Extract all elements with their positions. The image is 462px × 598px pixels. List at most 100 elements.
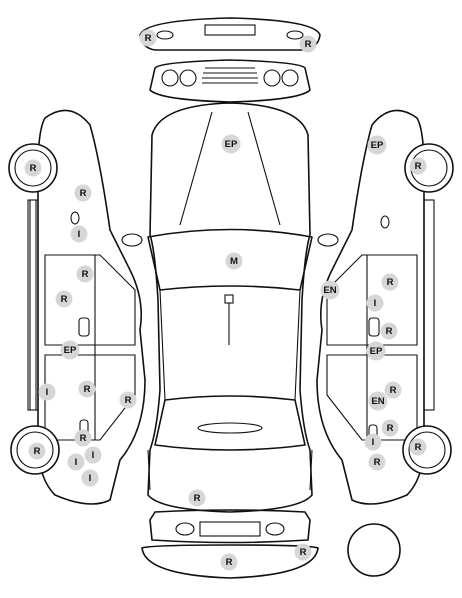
damage-marker-bubble xyxy=(139,29,157,47)
damage-marker-front-bumper-left: R xyxy=(139,29,157,47)
damage-marker-bubble xyxy=(368,391,388,411)
damage-code-label: EP xyxy=(370,346,383,357)
damage-marker-bubble xyxy=(84,446,102,464)
damage-code-label: R xyxy=(80,433,87,444)
damage-marker-right-rear-lower-i: I xyxy=(364,433,382,451)
damage-code-label: R xyxy=(390,385,397,396)
damage-marker-bubble xyxy=(81,469,99,487)
damage-marker-bubble xyxy=(220,553,238,571)
damage-marker-left-front-fender: R xyxy=(74,184,92,202)
damage-marker-left-rear-wheel: R xyxy=(28,442,46,460)
damage-marker-right-rear-wheel: R xyxy=(409,438,427,456)
damage-marker-bubble xyxy=(380,322,398,340)
damage-marker-right-front-wheel: R xyxy=(409,157,427,175)
damage-marker-bubble xyxy=(366,341,386,361)
damage-marker-right-front-door-upper: R xyxy=(381,273,399,291)
damage-code-label: M xyxy=(230,256,238,267)
damage-marker-hood: EP xyxy=(221,134,241,154)
front-bumper xyxy=(139,17,321,51)
damage-code-label: EP xyxy=(371,140,384,151)
damage-code-label: R xyxy=(374,457,381,468)
damage-code-label: R xyxy=(415,161,422,172)
damage-marker-bubble xyxy=(55,290,73,308)
damage-marker-bubble xyxy=(299,35,317,53)
damage-code-label: I xyxy=(75,457,78,468)
damage-marker-bubble xyxy=(188,489,206,507)
damage-marker-right-fender-top: EP xyxy=(367,135,387,155)
damage-marker-bubble xyxy=(366,294,384,312)
damage-marker-left-rear-lower-2: I xyxy=(84,446,102,464)
damage-code-label: R xyxy=(305,39,312,50)
damage-code-label: R xyxy=(61,294,68,305)
damage-marker-bubble xyxy=(364,433,382,451)
damage-marker-bubble xyxy=(381,419,399,437)
damage-marker-bubble xyxy=(367,135,387,155)
damage-marker-trunk: R xyxy=(188,489,206,507)
damage-code-label: R xyxy=(415,442,422,453)
damage-marker-left-fuel-area: I xyxy=(70,225,88,243)
damage-marker-left-rear-lower-1: I xyxy=(67,453,85,471)
damage-marker-left-front-door-upper: R xyxy=(76,265,94,283)
damage-code-label: EP xyxy=(64,345,77,356)
damage-marker-right-mirror-area: EN xyxy=(320,280,340,300)
damage-code-label: R xyxy=(34,446,41,457)
damage-marker-bubble xyxy=(24,159,42,177)
right-side-view xyxy=(316,109,454,505)
damage-marker-rear-bumper-right: R xyxy=(294,543,312,561)
damage-marker-bubble xyxy=(74,184,92,202)
damage-marker-rear-bumper-bottom: R xyxy=(220,553,238,571)
damage-marker-left-front-wheel: R xyxy=(24,159,42,177)
damage-code-label: R xyxy=(300,547,307,558)
damage-marker-bubble xyxy=(381,273,399,291)
damage-code-label: R xyxy=(387,423,394,434)
damage-marker-bubble xyxy=(384,381,402,399)
damage-marker-right-pillar: EP xyxy=(366,341,386,361)
damage-marker-left-front-door-lower: R xyxy=(55,290,73,308)
damage-code-label: I xyxy=(89,473,92,484)
damage-marker-left-rear-quarter: R xyxy=(119,391,137,409)
damage-marker-bubble xyxy=(60,340,80,360)
damage-marker-left-pillar: EP xyxy=(60,340,80,360)
damage-code-label: I xyxy=(372,437,375,448)
damage-code-label: I xyxy=(92,450,95,461)
damage-code-label: R xyxy=(125,395,132,406)
damage-marker-bubble xyxy=(368,453,386,471)
damage-marker-bubble xyxy=(409,157,427,175)
damage-marker-front-bumper-right: R xyxy=(299,35,317,53)
damage-code-label: R xyxy=(387,277,394,288)
damage-marker-left-rear-door: R xyxy=(78,380,96,398)
damage-code-label: R xyxy=(84,384,91,395)
damage-marker-bubble xyxy=(225,252,243,270)
damage-marker-right-front-door-mid: I xyxy=(366,294,384,312)
damage-code-label: R xyxy=(145,33,152,44)
damage-marker-left-rear-lamp: R xyxy=(74,429,92,447)
damage-marker-right-front-door-lower: R xyxy=(380,322,398,340)
damage-code-label: R xyxy=(30,163,37,174)
damage-marker-right-rear-quarter: R xyxy=(381,419,399,437)
damage-code-label: EP xyxy=(225,139,238,150)
damage-marker-windshield: M xyxy=(225,252,243,270)
front-grille xyxy=(149,59,311,103)
damage-marker-right-rear-lower-r: R xyxy=(368,453,386,471)
car-body-top xyxy=(121,102,339,513)
damage-code-label: EN xyxy=(371,396,384,407)
damage-marker-left-rear-lower-3: I xyxy=(81,469,99,487)
damage-marker-bubble xyxy=(78,380,96,398)
damage-code-label: R xyxy=(386,326,393,337)
damage-marker-bubble xyxy=(294,543,312,561)
damage-marker-bubble xyxy=(119,391,137,409)
damage-marker-bubble xyxy=(28,442,46,460)
rear-panel xyxy=(141,509,319,579)
damage-code-label: I xyxy=(46,387,49,398)
damage-code-label: R xyxy=(82,269,89,280)
damage-marker-bubble xyxy=(70,225,88,243)
damage-marker-right-rear-door: R xyxy=(384,381,402,399)
damage-code-label: R xyxy=(194,493,201,504)
damage-marker-right-rear-door-en: EN xyxy=(368,391,388,411)
damage-marker-bubble xyxy=(74,429,92,447)
damage-marker-bubble xyxy=(320,280,340,300)
damage-code-label: EN xyxy=(323,285,336,296)
damage-code-label: R xyxy=(226,557,233,568)
